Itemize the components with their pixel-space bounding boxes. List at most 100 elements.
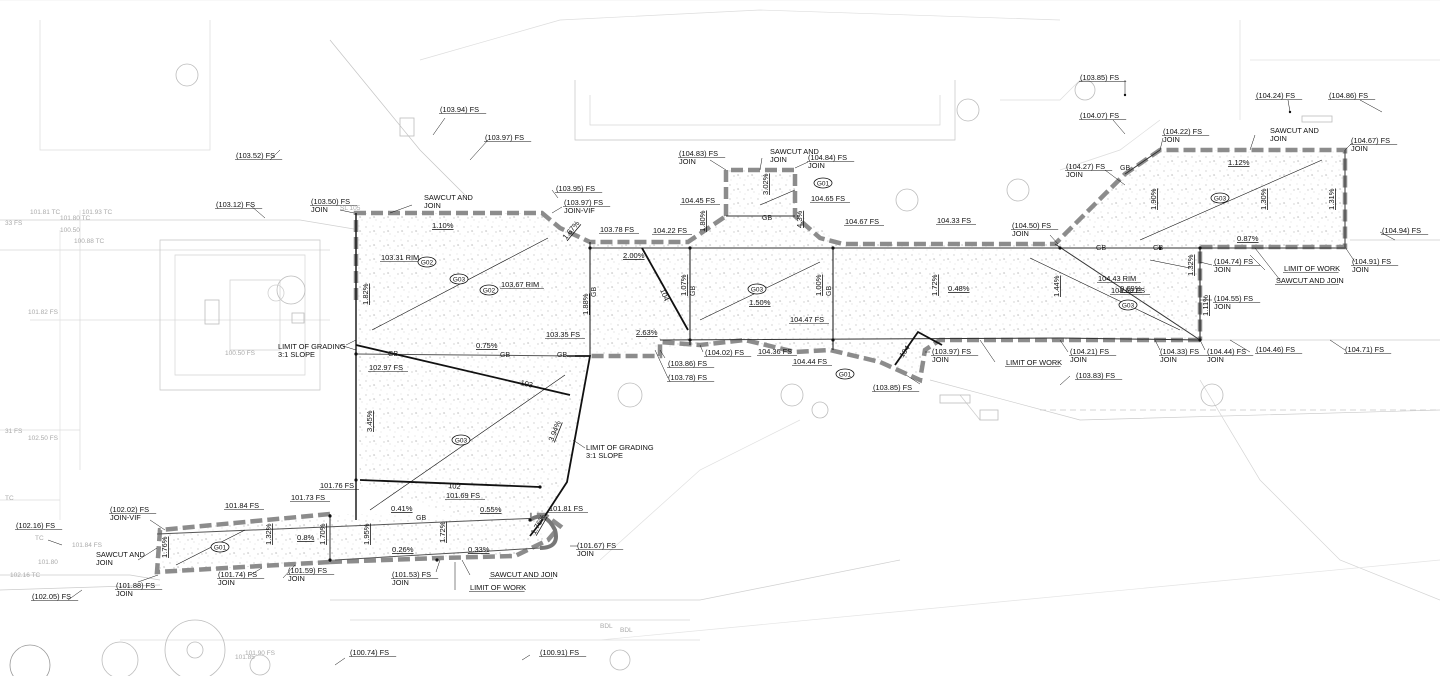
slope-labels: 1.10%1.82%1.67%2.00%3.02%1.80%4.3%1.07%1… <box>160 158 1336 558</box>
callout-text: JOIN <box>770 155 787 164</box>
background-note: 100.50 FS <box>225 350 256 357</box>
spot-elevation: 104.22 FS <box>653 226 687 235</box>
callout-text: JOIN <box>1352 265 1369 274</box>
callout-text: JOIN <box>1270 134 1287 143</box>
callout-text: JOIN <box>577 549 594 558</box>
callout-text: (104.94) FS <box>1382 226 1421 235</box>
tag-text: G02 <box>483 287 496 294</box>
callout-text: (100.74) FS <box>350 648 389 657</box>
slope-label: 1.82% <box>361 283 370 305</box>
spot-elevation-labels: 103.78 FS 104.45 FS 104.65 FS 104.22 FS 104.… <box>224 194 1150 513</box>
callout-text: JOIN <box>808 161 825 170</box>
callout-text: JOIN <box>1160 355 1177 364</box>
callout-text: (104.07) FS <box>1080 111 1119 120</box>
tag-text: G01 <box>214 544 227 551</box>
callout-text: (104.71) FS <box>1345 345 1384 354</box>
callout-text: JOIN <box>218 578 235 587</box>
spot-elevation: 103.67 RIM <box>501 280 539 289</box>
callout-text: (104.50) FS <box>1012 221 1051 230</box>
callout-text: (103.85) FS <box>873 383 912 392</box>
slope-label: 0.55% <box>480 505 502 514</box>
drainage-tag: G01 <box>813 177 833 189</box>
callout-text: JOIN <box>424 201 441 210</box>
callout-text: (104.22) FS <box>1163 127 1202 136</box>
spot-elevation: 103.35 FS <box>546 330 580 339</box>
background-note: 101.81 TC <box>30 209 61 216</box>
tag-ellipse <box>1210 192 1230 204</box>
callout-text: (103.94) FS <box>440 105 479 114</box>
spot-elevation: 104.65 FS <box>811 194 845 203</box>
slope-label: 2.63% <box>636 328 658 337</box>
callout-text: LIMIT OF GRADING <box>586 443 654 452</box>
callout-text: JOIN <box>96 558 113 567</box>
callout-text: 3:1 SLOPE <box>586 451 623 460</box>
background-note: TC <box>35 535 44 542</box>
callout-text: (103.97) FS <box>564 198 603 207</box>
grade-break-markers <box>328 93 1292 562</box>
slope-label: 2.00% <box>623 251 645 260</box>
tag-ellipse <box>1118 299 1138 311</box>
contour-label: 102 <box>448 481 461 491</box>
callout-labels: (103.85) FS(104.24) FS(104.86) FS(104.07… <box>15 73 1429 657</box>
spot-elevation: 104.45 FS <box>681 196 715 205</box>
callout-text: (101.88) FS <box>116 581 155 590</box>
callout-text: JOIN <box>1214 302 1231 311</box>
tag-text: G01 <box>839 371 852 378</box>
callout-text: JOIN-VIF <box>110 513 141 522</box>
slope-label: 1.50% <box>749 298 771 307</box>
slope-label: 1.11% <box>1201 295 1210 316</box>
callout-text: JOIN <box>392 578 409 587</box>
callout-text: (103.52) FS <box>236 151 275 160</box>
slope-label: 1.31% <box>1327 188 1336 210</box>
spot-elevation: 101.81 FS <box>549 504 583 513</box>
callout-text: (104.74) FS <box>1214 257 1253 266</box>
slope-label: 1.70% <box>318 523 327 545</box>
callout-text: (103.97) FS <box>485 133 524 142</box>
drainage-tag: G03 <box>449 273 469 285</box>
tag-text: G03 <box>455 437 468 444</box>
grade-break-label: GB <box>591 287 598 297</box>
tag-ellipse <box>835 368 855 380</box>
slope-label: 1.07% <box>679 274 688 296</box>
callout-text: JOIN <box>1070 355 1087 364</box>
spot-elevation: 103.78 FS <box>600 225 634 234</box>
drainage-tag: G02 <box>479 284 499 296</box>
callout-text: (102.05) FS <box>32 592 71 601</box>
spot-elevation: 104.60 FS <box>1111 286 1145 295</box>
callout-text: (103.97) FS <box>932 347 971 356</box>
slope-label: 0.75% <box>476 341 498 350</box>
callout-text: JOIN-VIF <box>564 206 595 215</box>
contour-label: 104 <box>658 287 671 302</box>
drainage-tag: G03 <box>1118 299 1138 311</box>
callout-text: (103.78) FS <box>668 373 707 382</box>
tag-ellipse <box>417 256 437 268</box>
callout-text: (104.55) FS <box>1214 294 1253 303</box>
callout-text: JOIN <box>1214 265 1231 274</box>
contour-label: 103 <box>520 378 534 389</box>
background-note: 101.80 <box>38 559 58 566</box>
callout-text: SAWCUT AND <box>424 193 473 202</box>
slope-label: 0.69% <box>1120 284 1142 293</box>
slope-label: 1.72% <box>930 274 939 296</box>
callout-text: (101.59) FS <box>288 566 327 575</box>
background-note: 100.88 TC <box>74 238 105 245</box>
background-note: TC <box>5 495 14 502</box>
background-note: 102.16 TC <box>10 572 41 579</box>
callout-text: (102.02) FS <box>110 505 149 514</box>
tag-text: G03 <box>453 276 466 283</box>
slope-label: 1.90% <box>1149 188 1158 210</box>
spot-elevation: 103.31 RIM <box>381 253 419 262</box>
slope-label: 3.02% <box>761 173 770 195</box>
drainage-tag: G03 <box>747 283 767 295</box>
callout-text: JOIN <box>1163 135 1180 144</box>
callout-text: SAWCUT AND <box>96 550 145 559</box>
spot-elevation: 102.97 FS <box>369 363 403 372</box>
callout-text: JOIN <box>1351 144 1368 153</box>
design-linework <box>156 149 1346 562</box>
background-note: SL 105 <box>340 205 361 212</box>
callout-text: (103.83) FS <box>1076 371 1115 380</box>
callout-text: (104.91) FS <box>1352 257 1391 266</box>
grade-break-label: GB <box>500 352 510 359</box>
spot-elevation: 101.69 FS <box>446 491 480 500</box>
